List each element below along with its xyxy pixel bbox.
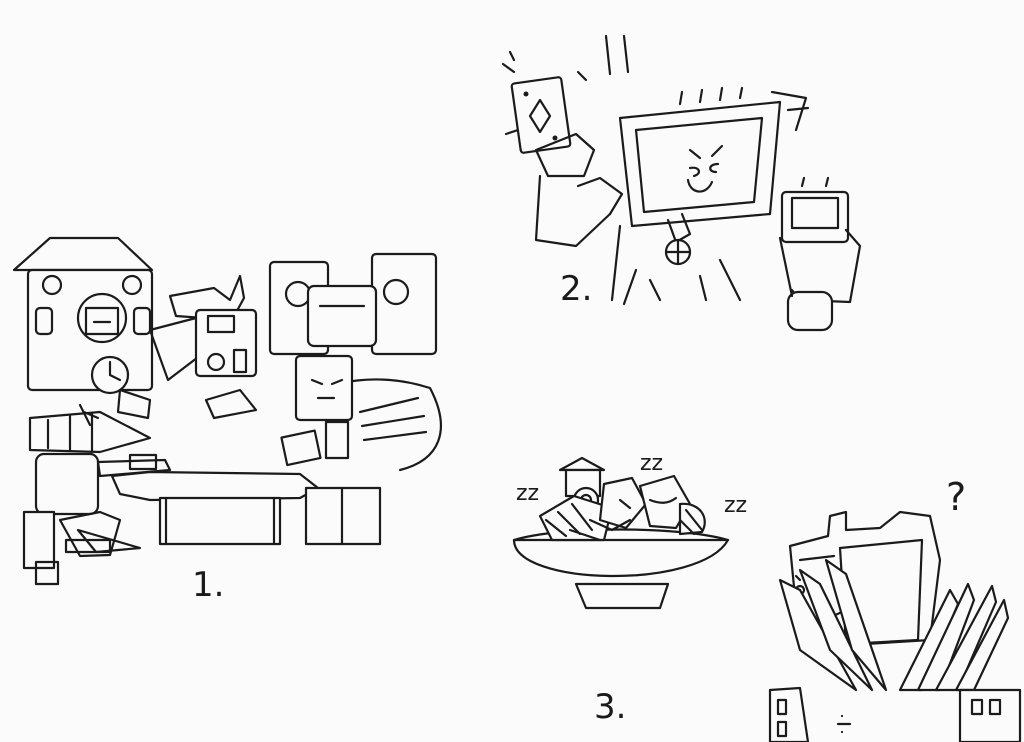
tvman-figure	[534, 86, 862, 332]
sleep-mark-top: zz	[640, 451, 663, 476]
held-playing-card	[510, 76, 572, 154]
sleep-mark-right: zz	[724, 493, 747, 518]
back-robot-figure	[168, 274, 258, 420]
speaker-stack-figure	[268, 252, 442, 472]
card-table	[110, 470, 320, 546]
question-mark: ?	[946, 475, 966, 519]
panel-3-scene	[512, 456, 730, 610]
drillman-figure	[22, 403, 172, 586]
clockman-figure	[12, 236, 212, 420]
claw-blades	[778, 558, 1010, 692]
claw-robot-scene	[768, 510, 1022, 742]
panel-3-label: 3.	[594, 687, 627, 727]
panel-1-label: 1.	[192, 565, 225, 605]
shock-lines	[501, 34, 630, 136]
tvman-seated-figure	[280, 354, 382, 546]
panel-1-scene	[12, 236, 442, 586]
sleeping-bowl	[512, 528, 730, 610]
panel-2-scene	[501, 34, 862, 332]
sleeping-robots	[538, 456, 706, 542]
sleep-mark-left: zz	[516, 481, 539, 506]
panel-2-label: 2.	[560, 269, 593, 309]
